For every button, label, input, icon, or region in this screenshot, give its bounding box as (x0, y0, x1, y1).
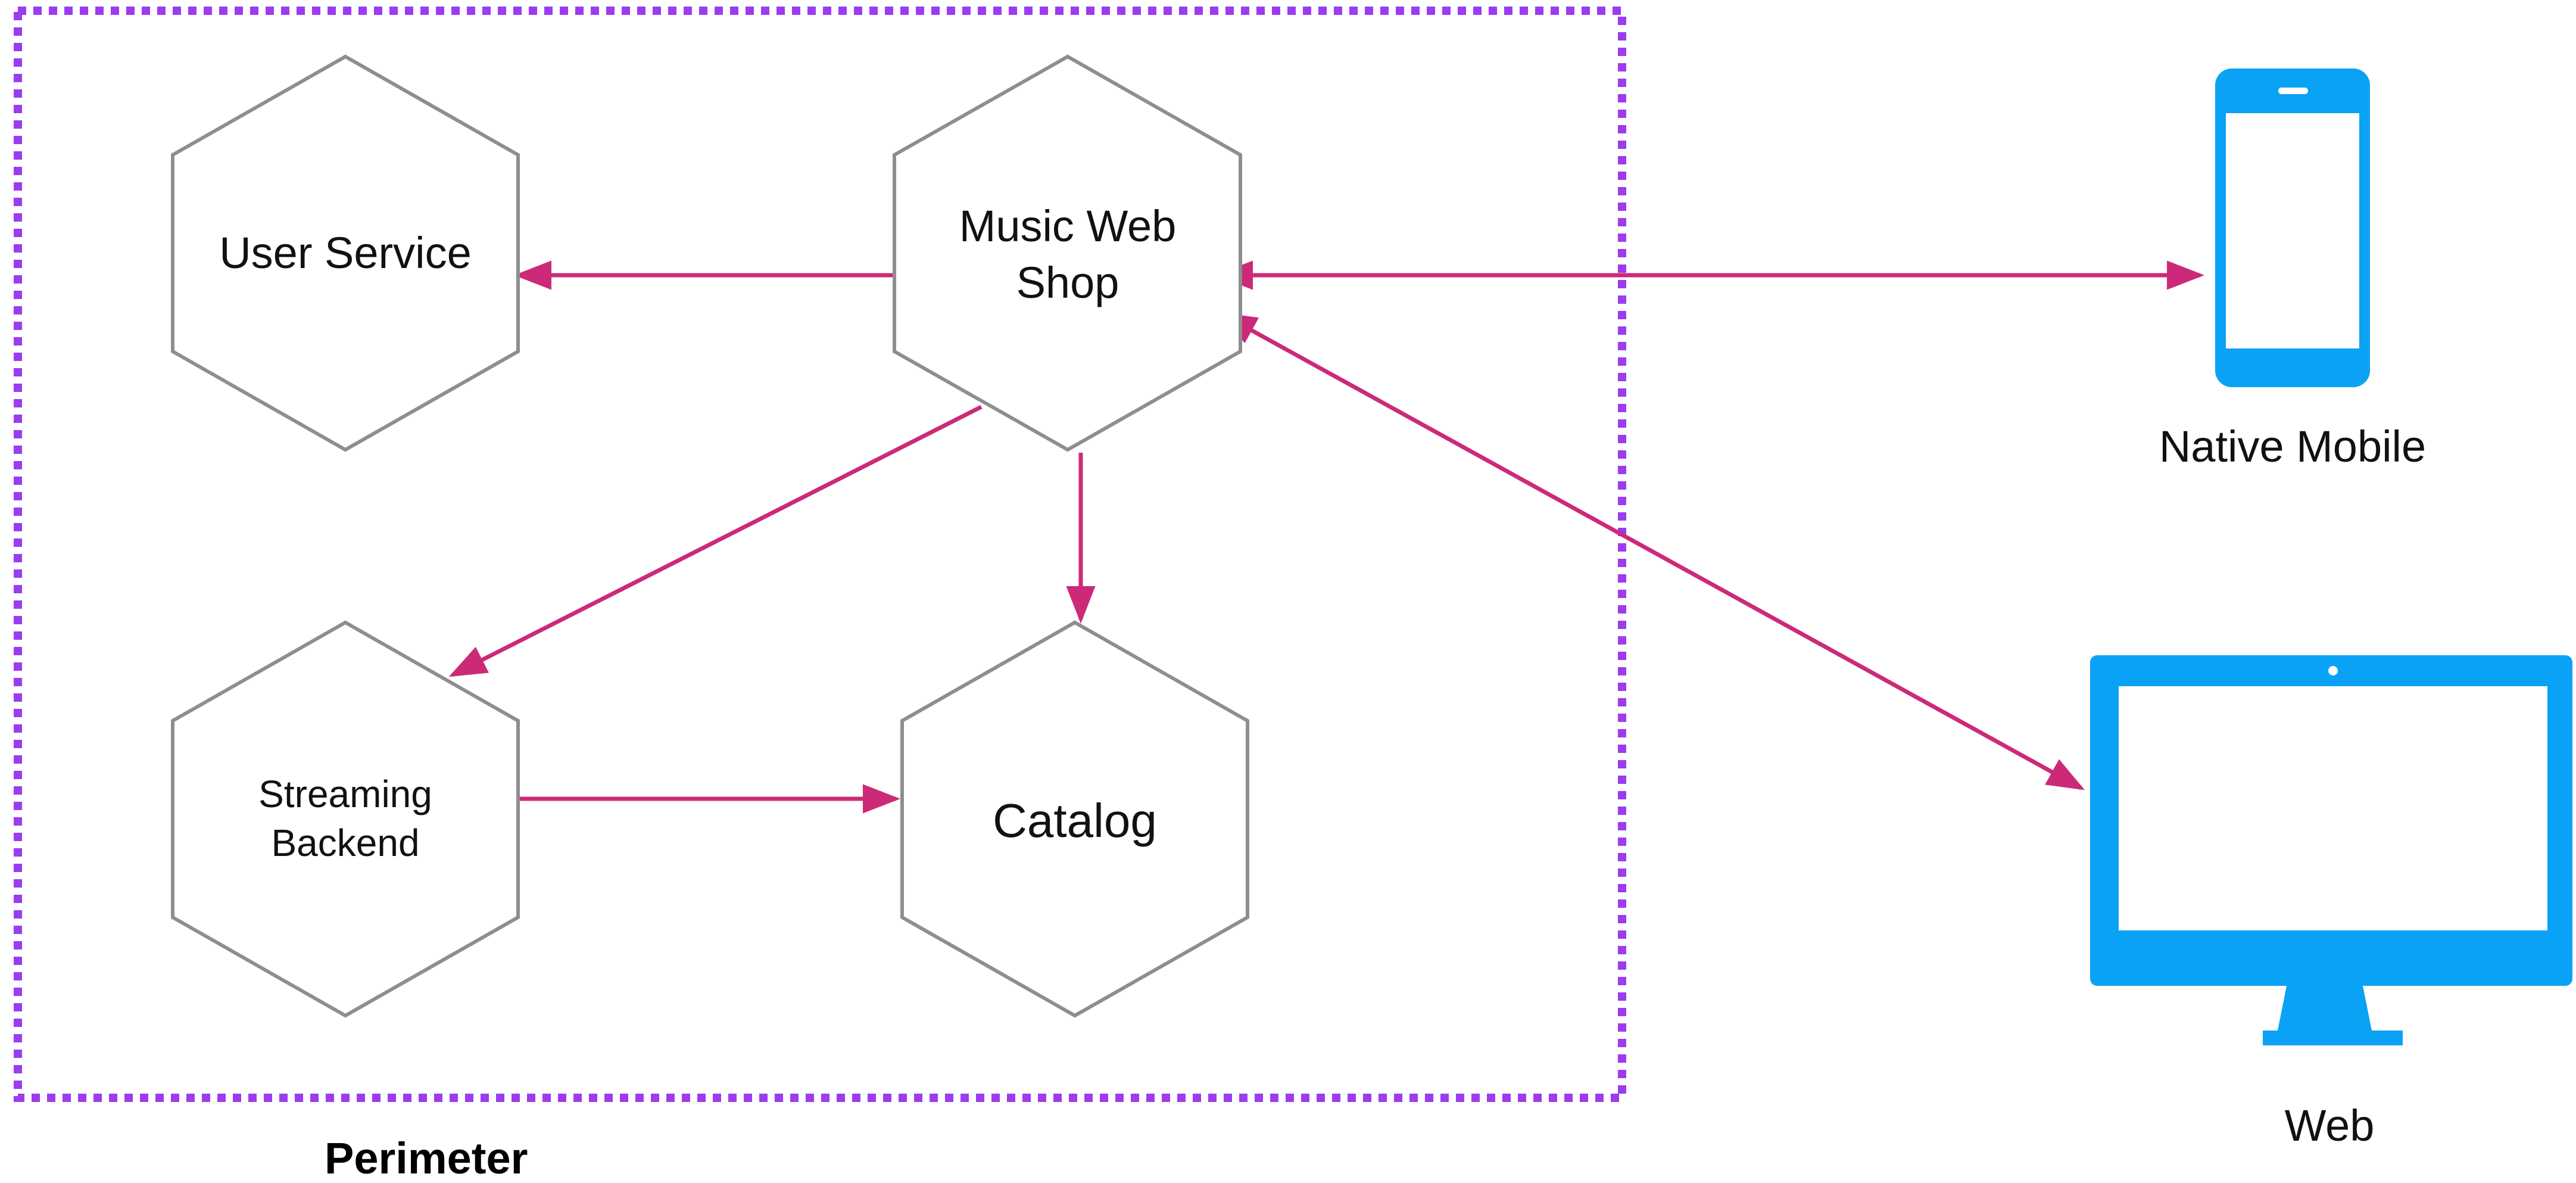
streaming-backend-label-line1: Streaming (258, 773, 432, 815)
music-web-shop-label-line1: Music Web (959, 201, 1177, 251)
user-service-hexagon (171, 54, 520, 452)
web-label: Web (2285, 1101, 2375, 1150)
node-user-service: User Service (171, 54, 520, 452)
node-streaming-backend: Streaming Backend (171, 620, 520, 1018)
catalog-label: Catalog (993, 794, 1157, 847)
desktop-monitor-icon (2090, 655, 2572, 1045)
music-web-shop-label-line2: Shop (1016, 258, 1119, 307)
native-mobile-label: Native Mobile (2159, 422, 2426, 471)
mobile-phone-icon (2215, 69, 2370, 387)
edge-webshop-to-streaming-backend (448, 404, 983, 677)
client-web: Web (2090, 655, 2572, 1150)
streaming-backend-label-line2: Backend (271, 821, 419, 864)
node-catalog: Catalog (900, 620, 1249, 1018)
node-music-web-shop: Music Web Shop (893, 54, 1242, 452)
client-native-mobile: Native Mobile (2159, 69, 2426, 471)
user-service-label: User Service (219, 228, 472, 278)
music-web-shop-hexagon (893, 54, 1242, 452)
streaming-backend-hexagon (171, 620, 520, 1018)
catalog-hexagon (900, 620, 1249, 1018)
perimeter-boundary (14, 7, 1626, 1102)
edge-webshop-web (1219, 312, 2085, 790)
perimeter-label: Perimeter (325, 1134, 528, 1183)
